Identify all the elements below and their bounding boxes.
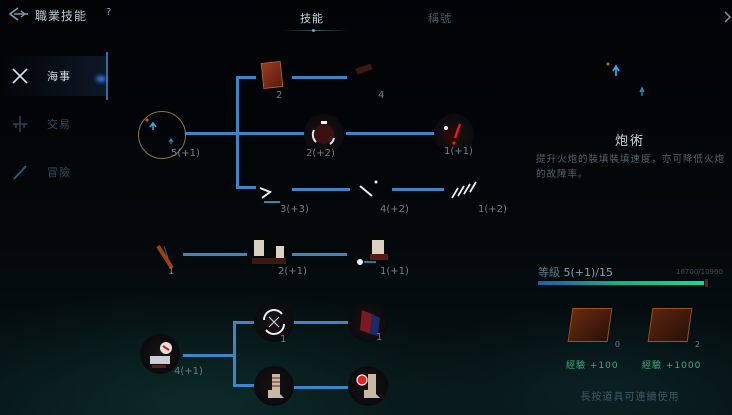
level-label: 等級: [538, 266, 560, 279]
skill-node-book[interactable]: 2: [254, 58, 294, 101]
skill-node-triple-hooks[interactable]: 1(+2): [446, 170, 507, 215]
skill-node-gunnery[interactable]: 5(+1): [138, 111, 200, 159]
sidebar-active-indicator: [106, 52, 108, 100]
active-tab-dot: [312, 29, 315, 32]
skill-name: 炮術: [614, 134, 645, 149]
skill-node-swap-weapons[interactable]: 1: [254, 302, 294, 345]
skill-level: 1: [376, 332, 383, 343]
triple-hook-icon: [451, 181, 477, 199]
exp-bar-end: [705, 279, 708, 287]
chevron-right-icon[interactable]: [722, 10, 732, 24]
cannon-reload-icon: [311, 121, 335, 145]
exp-book-large[interactable]: 2: [646, 304, 700, 350]
level-value: 5(+1)/15: [563, 266, 614, 279]
page-title: 職業技能: [35, 9, 88, 23]
exp-book-large-label: 經驗 +1000: [642, 361, 702, 371]
skill-level: 1: [168, 266, 175, 277]
cannon-crit-icon: [443, 123, 462, 145]
skill-level: 3(+3): [280, 204, 309, 215]
item-count: 2: [694, 340, 700, 349]
back-arrow-icon[interactable]: [8, 6, 30, 22]
skill-node-cannon-crit[interactable]: 1(+1): [434, 114, 474, 157]
skill-level: 5(+1): [171, 148, 200, 159]
item-count: 0: [614, 340, 620, 349]
skill-detail-panel: 炮術 提升火炮的裝填裝填速度，亦可降低火炮的故障率。 等級 5(+1)/15 1…: [528, 40, 732, 415]
book-icon: [647, 308, 693, 342]
ship-turn-icon: [357, 240, 388, 265]
skill-node-sail-speed[interactable]: 2(+1): [248, 234, 307, 277]
swap-cycle-icon: [263, 309, 285, 335]
exp-book-small-label: 經驗 +100: [566, 361, 619, 371]
skill-node-sail-mast[interactable]: 1: [146, 236, 186, 277]
crossed-swords-icon: [12, 68, 28, 84]
skill-level-display: 等級 5(+1)/15: [538, 264, 613, 280]
crew-cannon-icon: [150, 342, 172, 368]
skill-level: 4: [378, 90, 385, 101]
sidebar-item-maritime[interactable]: 海事: [0, 56, 108, 96]
skill-node-grapple[interactable]: 4(+2): [350, 172, 409, 215]
scale-icon: [13, 116, 27, 132]
sidebar-item-label: 冒險: [47, 166, 71, 179]
skill-node-repair[interactable]: 4: [346, 56, 386, 101]
tab-titles[interactable]: 稱號: [428, 12, 452, 25]
sidebar-item-trade[interactable]: 交易: [0, 104, 108, 144]
skill-node-cannon-speed[interactable]: 2(+2): [304, 114, 344, 159]
skill-level: 4(+1): [174, 366, 203, 377]
skill-level: 1(+1): [380, 266, 409, 277]
grapple-icon: [359, 180, 378, 197]
book-icon: [567, 308, 613, 342]
ship-sails-icon: [252, 240, 286, 264]
sidebar-item-label: 交易: [47, 118, 71, 131]
hold-hint: 長按道具可連續使用: [580, 392, 680, 403]
boots-icon: [268, 374, 284, 398]
exp-bar-fill: [538, 281, 704, 285]
sidebar-item-adventure[interactable]: 冒險: [0, 152, 108, 192]
skill-level: 4(+2): [380, 204, 409, 215]
skill-level: 1: [280, 334, 287, 345]
sidebar-active-glow: [96, 76, 106, 82]
skill-description: 提升火炮的裝填裝填速度，亦可降低火炮的故障率。: [536, 154, 726, 180]
help-button[interactable]: ?: [106, 7, 112, 18]
skill-node-sail-turn[interactable]: 1(+1): [352, 234, 409, 277]
exp-book-small[interactable]: 0: [566, 304, 620, 350]
tab-skills[interactable]: 技能: [300, 12, 324, 25]
spyglass-icon: [13, 165, 27, 180]
boots-heal-icon: [356, 374, 380, 398]
flag-icon: [360, 310, 380, 336]
skill-level: 1(+1): [444, 146, 473, 157]
sail-mast-icon: [156, 244, 174, 270]
skill-node-boots-heal[interactable]: [348, 366, 388, 406]
cannon-arrows-icon: [145, 118, 174, 144]
skill-node-flag[interactable]: 1: [348, 302, 388, 343]
skill-node-boots[interactable]: [254, 366, 294, 406]
hook-icon: [259, 187, 280, 203]
exp-text: 10700/10900: [676, 268, 723, 276]
skill-node-boarding-hooks[interactable]: 3(+3): [254, 172, 309, 215]
skill-level: 2: [276, 90, 283, 101]
active-tab-underline: [282, 30, 348, 31]
skill-level: 2(+1): [278, 266, 307, 277]
skill-level: 2(+2): [306, 148, 335, 159]
skill-node-crew-cannon[interactable]: 4(+1): [140, 334, 203, 377]
book-icon: [260, 61, 284, 89]
sidebar-item-label: 海事: [47, 70, 71, 83]
skill-level: 1(+2): [478, 204, 507, 215]
hammer-icon: [355, 63, 373, 75]
gunnery-skill-icon: [606, 62, 645, 96]
